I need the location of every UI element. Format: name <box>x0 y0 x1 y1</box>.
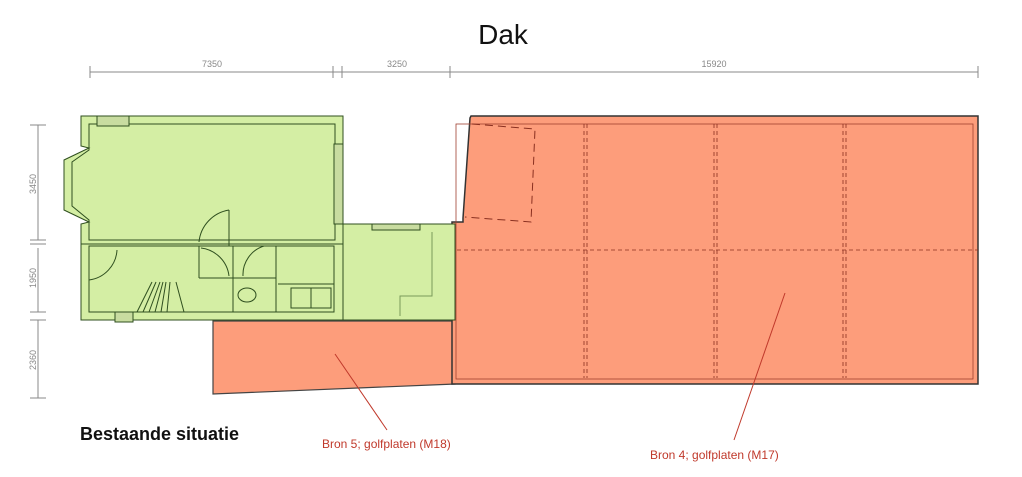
roof-area-bron5 <box>212 320 456 395</box>
dim-7350: 7350 <box>202 59 222 69</box>
dim-3250: 3250 <box>387 59 407 69</box>
dim-1950: 1950 <box>28 268 38 288</box>
label-bron5: Bron 5; golfplaten (M18) <box>322 437 451 451</box>
label-bron4: Bron 4; golfplaten (M17) <box>650 448 779 462</box>
roof-dashed-grid <box>457 123 978 378</box>
dim-3450: 3450 <box>28 174 38 194</box>
caption-existing-situation: Bestaande situatie <box>80 424 239 444</box>
roof-edge <box>455 123 974 380</box>
leader-bron4 <box>733 292 786 441</box>
dim-15920: 15920 <box>701 59 726 69</box>
dim-2360: 2360 <box>28 350 38 370</box>
leader-bron5 <box>334 353 388 431</box>
horizontal-dimension <box>89 66 979 78</box>
roof-area-bron4 <box>451 115 979 385</box>
existing-building <box>63 115 456 323</box>
drawing-title: Dak <box>478 19 529 50</box>
vertical-dimension <box>30 124 46 399</box>
